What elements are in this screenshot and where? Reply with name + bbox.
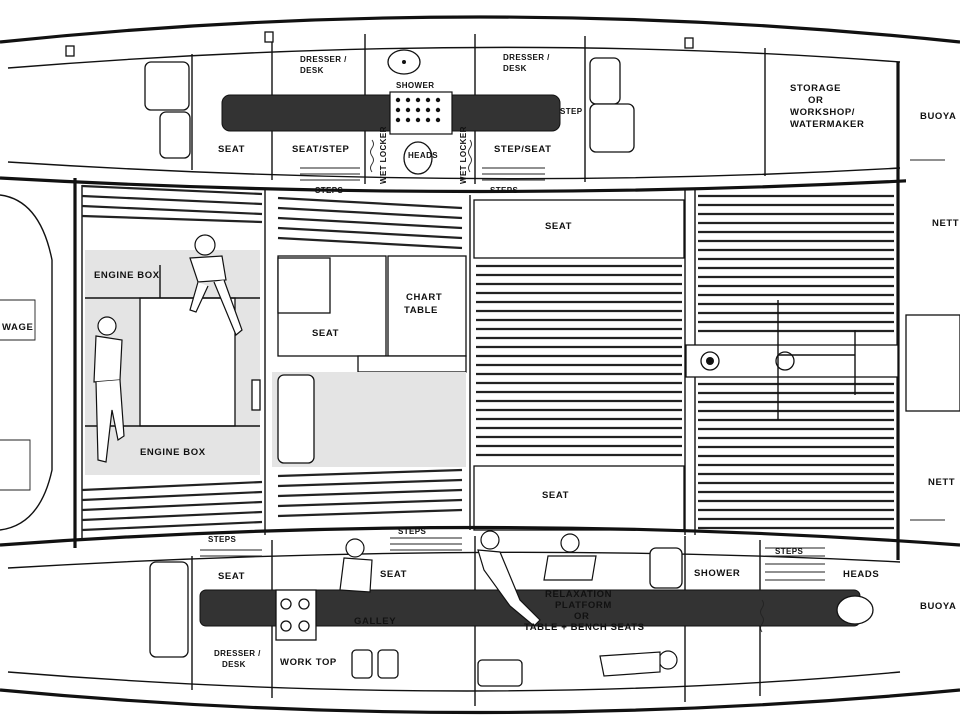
figure-relaxing-1 [477,530,541,627]
figure-relaxing-2 [543,533,597,581]
label-netting-bottom: NETT [928,477,955,488]
label-relaxation-4: TABLE + BENCH SEATS [524,622,645,633]
label-storage-3: WORKSHOP/ [790,107,855,118]
figure-lying-left [93,316,125,463]
labels: DRESSER / DESK DRESSER / DESK SHOWER STE… [2,53,959,669]
label-netting-top: NETT [932,218,959,229]
label-seat-center-bottom: SEAT [542,490,569,501]
label-engine-box-bottom: ENGINE BOX [140,447,206,458]
label-steps-top-2: STEPS [490,186,518,195]
label-seat-center-top: SEAT [545,221,572,232]
label-chart-table-2: TABLE [404,305,438,316]
label-dresser-desk-bottom-1: DRESSER / [214,649,261,658]
label-buoyancy-top: BUOYA [920,111,956,122]
label-galley: GALLEY [354,616,396,627]
label-buoyancy-bottom: BUOYA [920,601,956,612]
label-dresser-desk-2b: DESK [503,64,527,73]
top-hull [0,15,960,560]
label-steps-bottom-1: STEPS [208,535,236,544]
label-seat-top-left: SEAT [218,144,245,155]
label-step-top: STEP [560,107,583,116]
label-stowage-left: WAGE [2,322,33,333]
figure-relaxing-3 [599,650,678,677]
label-wet-locker-2: WET LOCKER [459,126,468,184]
label-shower-top: SHOWER [396,81,434,90]
label-steps-top-1: STEPS [315,186,343,195]
figure-standing-engine [189,234,243,336]
label-relaxation-3: OR [574,611,589,622]
label-dresser-desk-1: DRESSER / [300,55,347,64]
label-chart-table-1: CHART [406,292,442,303]
label-relaxation-1: RELAXATION [545,589,612,600]
bottom-hull [0,525,960,715]
bridge-deck [0,159,960,560]
label-dresser-desk-2: DRESSER / [503,53,550,62]
label-heads-top: HEADS [408,151,438,160]
label-relaxation-2: PLATFORM [555,600,612,611]
label-heads-bottom: HEADS [843,569,879,580]
label-seat-step: SEAT/STEP [292,144,350,155]
label-seat-bottom-left: SEAT [218,571,245,582]
label-work-top: WORK TOP [280,657,337,668]
label-storage-1: STORAGE [790,83,841,94]
label-shower-bottom: SHOWER [694,568,740,579]
label-storage-2: OR [808,95,823,106]
label-steps-bottom-2: STEPS [398,527,426,536]
label-steps-bottom-3: STEPS [775,547,803,556]
label-engine-box-top: ENGINE BOX [94,270,160,281]
label-dresser-desk-bottom-2: DESK [222,660,246,669]
label-wet-locker-1: WET LOCKER [379,126,388,184]
figure-galley [339,538,373,593]
label-dresser-desk-1b: DESK [300,66,324,75]
label-storage-4: WATERMAKER [790,119,864,130]
label-seat-galley: SEAT [380,569,407,580]
label-seat-mid-left: SEAT [312,328,339,339]
label-step-seat: STEP/SEAT [494,144,551,155]
